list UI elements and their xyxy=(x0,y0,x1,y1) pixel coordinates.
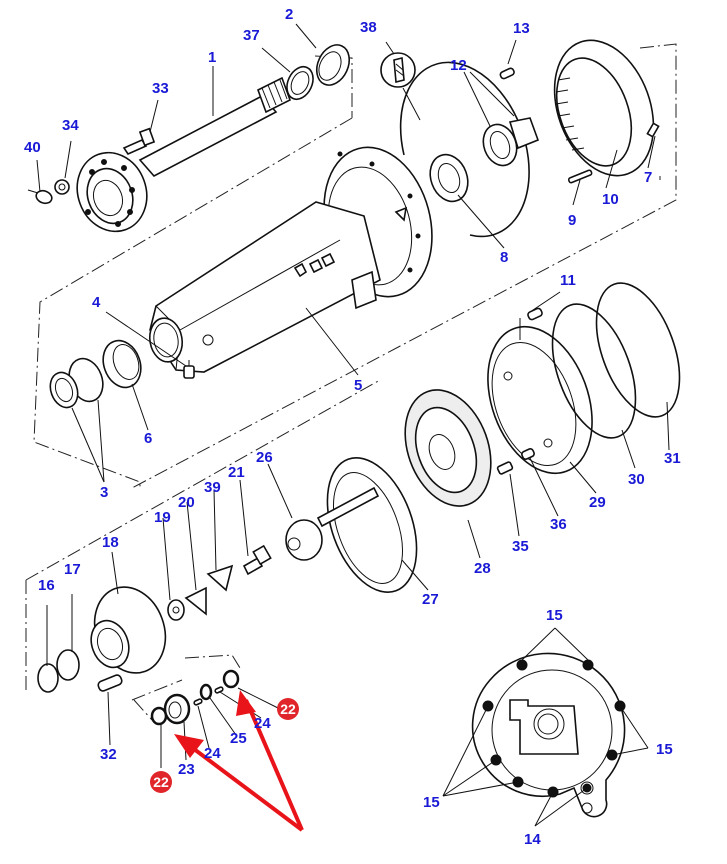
badge-label: 22 xyxy=(280,701,296,717)
part-8-seal[interactable] xyxy=(424,149,474,206)
part-30-seal-ring[interactable] xyxy=(536,293,652,449)
arrow-head-lower-icon xyxy=(174,734,204,758)
label-20[interactable]: 20 xyxy=(178,494,195,511)
label-17[interactable]: 17 xyxy=(64,561,81,578)
part-24-needle-upper[interactable] xyxy=(214,686,224,694)
part-37-seal[interactable] xyxy=(282,63,318,104)
label-33[interactable]: 33 xyxy=(152,80,169,97)
part-labels: 1 2 3 4 5 6 7 8 9 10 11 12 13 14 15 15 1… xyxy=(24,6,681,848)
highlight-badge-22-lower[interactable]: 22 xyxy=(150,771,172,793)
label-40[interactable]: 40 xyxy=(24,139,41,156)
label-23[interactable]: 23 xyxy=(178,761,195,778)
snap-ring-large[interactable] xyxy=(399,61,530,238)
part-1-axle-shaft[interactable] xyxy=(66,76,291,241)
part-13-pin[interactable] xyxy=(499,67,515,80)
part-35-bolt[interactable] xyxy=(496,461,514,475)
label-9[interactable]: 9 xyxy=(568,212,576,229)
part-25-washer[interactable] xyxy=(199,683,213,701)
label-6[interactable]: 6 xyxy=(144,430,152,447)
label-4[interactable]: 4 xyxy=(92,294,101,311)
label-15-right[interactable]: 15 xyxy=(656,741,673,758)
label-3[interactable]: 3 xyxy=(100,484,108,501)
part-7-screw[interactable] xyxy=(646,122,660,138)
label-32[interactable]: 32 xyxy=(100,746,117,763)
part-4-plug[interactable] xyxy=(183,360,195,379)
part-39-lock-plate[interactable] xyxy=(206,564,234,592)
part-40-lock-washer[interactable] xyxy=(27,189,54,206)
label-5[interactable]: 5 xyxy=(354,377,362,394)
assembly-boundary-lower xyxy=(25,379,381,721)
part-10-ring-gear[interactable] xyxy=(537,26,671,189)
part-33-bolt[interactable] xyxy=(122,127,156,156)
label-29[interactable]: 29 xyxy=(589,494,606,511)
part-26-sun-gear-shaft[interactable] xyxy=(285,486,380,561)
label-27[interactable]: 27 xyxy=(422,591,439,608)
part-36-bushing[interactable] xyxy=(521,448,535,460)
part-19-washer[interactable] xyxy=(167,599,185,621)
label-26[interactable]: 26 xyxy=(256,449,273,466)
label-12[interactable]: 12 xyxy=(450,57,467,74)
leader-lines xyxy=(36,23,670,827)
label-14[interactable]: 14 xyxy=(524,831,541,848)
label-7[interactable]: 7 xyxy=(644,169,652,186)
part-16-ring[interactable] xyxy=(37,663,59,693)
label-34[interactable]: 34 xyxy=(62,117,79,134)
badge-label: 22 xyxy=(153,774,169,790)
part-20-lock-plate[interactable] xyxy=(184,586,207,616)
label-28[interactable]: 28 xyxy=(474,560,491,577)
label-10[interactable]: 10 xyxy=(602,191,619,208)
label-21[interactable]: 21 xyxy=(228,464,245,481)
highlight-badge-22-upper[interactable]: 22 xyxy=(277,698,299,720)
part-38-detail-callout[interactable] xyxy=(380,52,416,88)
part-12-bearing[interactable] xyxy=(478,117,540,170)
label-15-left[interactable]: 15 xyxy=(423,794,440,811)
part-27-carrier-plate[interactable] xyxy=(310,446,433,605)
part-28-brake-disc[interactable] xyxy=(390,378,506,518)
label-15-top[interactable]: 15 xyxy=(546,607,563,624)
part-31-seal-ring[interactable] xyxy=(580,272,696,428)
label-25[interactable]: 25 xyxy=(230,730,247,747)
part-23-planet-gear[interactable] xyxy=(163,693,191,725)
label-2[interactable]: 2 xyxy=(285,6,293,23)
label-30[interactable]: 30 xyxy=(628,471,645,488)
label-24-upper[interactable]: 24 xyxy=(254,715,271,732)
label-11[interactable]: 11 xyxy=(560,272,576,289)
callout-arrows xyxy=(174,690,304,832)
label-39[interactable]: 39 xyxy=(204,479,221,496)
label-1[interactable]: 1 xyxy=(208,49,216,66)
label-8[interactable]: 8 xyxy=(500,249,508,266)
label-31[interactable]: 31 xyxy=(664,450,681,467)
part-2-seal[interactable] xyxy=(311,40,356,91)
part-11-pin[interactable] xyxy=(527,307,543,321)
assembly-boundary-upper xyxy=(33,43,677,489)
part-34-nut[interactable] xyxy=(54,179,70,195)
part-6-bearing-cup[interactable] xyxy=(97,335,147,392)
inset-housing-view[interactable] xyxy=(471,652,626,818)
label-38[interactable]: 38 xyxy=(360,19,377,36)
part-3-bearing-cone[interactable] xyxy=(46,354,109,412)
label-36[interactable]: 36 xyxy=(550,516,567,533)
part-22-ring-upper[interactable] xyxy=(222,669,240,689)
label-18[interactable]: 18 xyxy=(102,534,119,551)
label-19[interactable]: 19 xyxy=(154,509,171,526)
part-21-bolt[interactable] xyxy=(242,544,272,576)
arrow-head-upper-icon xyxy=(236,690,256,716)
part-29-brake-piston[interactable] xyxy=(469,312,611,488)
part-9-pin[interactable] xyxy=(567,169,593,184)
label-35[interactable]: 35 xyxy=(512,538,529,555)
part-24-needle-lower[interactable] xyxy=(193,698,203,706)
part-5-axle-housing[interactable] xyxy=(146,135,447,373)
part-17-circlip[interactable] xyxy=(56,649,80,681)
label-24-lower[interactable]: 24 xyxy=(204,745,221,762)
label-13[interactable]: 13 xyxy=(513,20,530,37)
label-37[interactable]: 37 xyxy=(243,27,260,44)
part-18-planet-carrier[interactable] xyxy=(83,577,177,683)
label-16[interactable]: 16 xyxy=(38,577,55,594)
part-32-pin[interactable] xyxy=(97,674,123,692)
